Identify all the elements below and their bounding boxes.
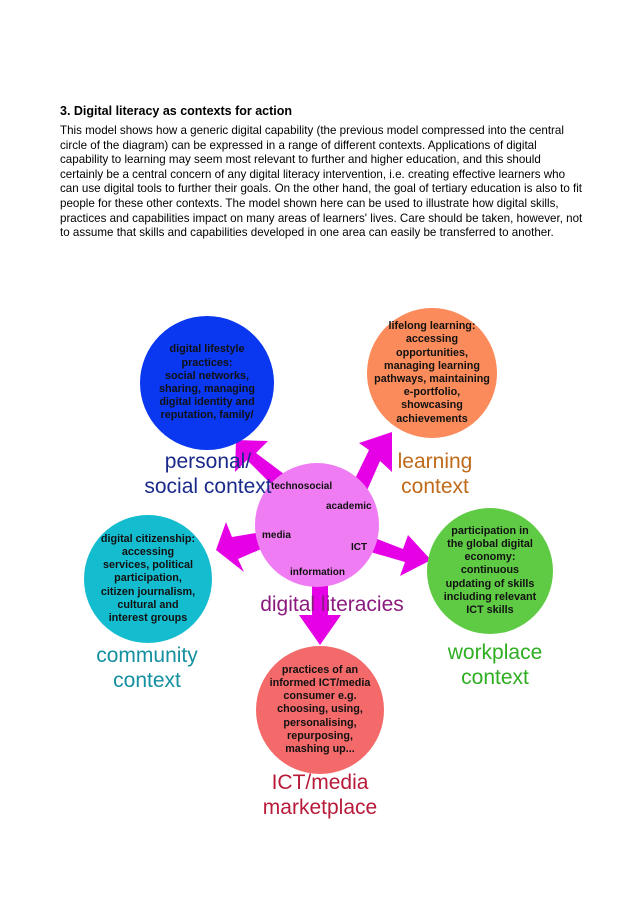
community-label: community context — [96, 644, 198, 692]
section-title: 3. Digital literacy as contexts for acti… — [60, 104, 293, 118]
arrow-to-workplace — [367, 535, 431, 576]
center-circle — [255, 463, 379, 587]
arrow-to-learning — [353, 432, 392, 495]
workplace-label: workplace context — [447, 641, 543, 689]
center-word-information: information — [290, 567, 345, 578]
center-word-ict: ICT — [351, 542, 368, 553]
learning-circle-text: lifelong learning: accessing opportuniti… — [374, 320, 490, 425]
center-word-academic: academic — [326, 501, 372, 512]
center-word-technosocial: technosocial — [271, 481, 333, 492]
community-circle-text: digital citizenship: accessing services,… — [100, 532, 196, 624]
arrow-group — [216, 432, 431, 645]
center-word-media: media — [262, 530, 291, 541]
arrow-to-personal — [235, 440, 288, 489]
workplace-circle: participation in the global digital econ… — [427, 508, 553, 634]
personal-circle: digital lifestyle practices: social netw… — [140, 316, 274, 450]
arrow-to-marketplace — [299, 578, 341, 645]
marketplace-circle: practices of an informed ICT/media consu… — [256, 646, 384, 774]
marketplace-label: ICT/media marketplace — [262, 771, 378, 819]
center-label: digital literacies — [260, 593, 404, 616]
personal-circle-text: digital lifestyle practices: social netw… — [159, 343, 255, 422]
workplace-circle-text: participation in the global digital econ… — [443, 524, 537, 616]
marketplace-circle-text: practices of an informed ICT/media consu… — [269, 663, 371, 755]
personal-label: personal/ social context — [144, 450, 272, 498]
learning-label: learning context — [397, 450, 473, 498]
learning-circle: lifelong learning: accessing opportuniti… — [367, 308, 497, 438]
section-body: This model shows how a generic digital c… — [60, 124, 583, 240]
community-circle: digital citizenship: accessing services,… — [84, 515, 212, 643]
